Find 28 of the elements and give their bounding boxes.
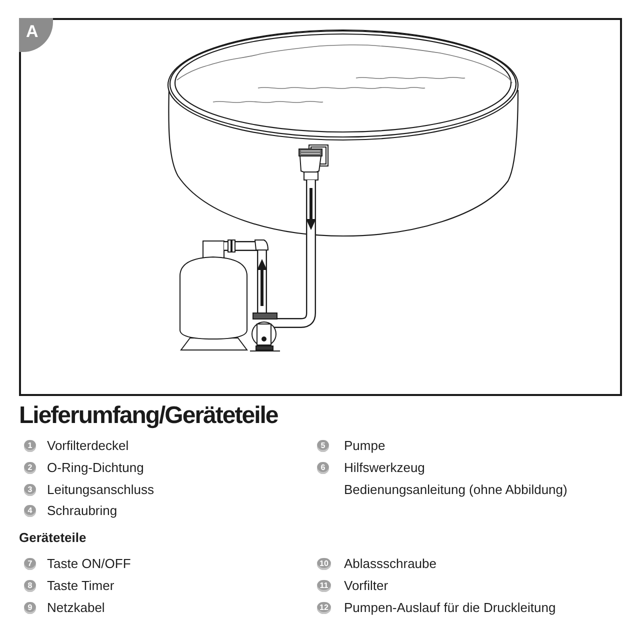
part-name: Bedienungsanleitung (ohne Abbildung) (344, 482, 568, 498)
part-name: Pumpe (344, 438, 386, 454)
part-name: O-Ring-Dichtung (47, 460, 144, 476)
part-name: Taste ON/OFF (47, 556, 131, 572)
part-name: Hilfswerkzeug (344, 460, 425, 476)
callout-number: 2 (24, 462, 36, 474)
callout-number: 3 (24, 484, 36, 496)
figure-letter-tab: A (19, 18, 53, 52)
part-name: Taste Timer (47, 578, 114, 594)
callout-number: 10 (317, 558, 331, 570)
part-name: Ablassschraube (344, 556, 436, 572)
callout-number: 4 (24, 505, 36, 517)
part-name: Schraubring (47, 503, 118, 519)
callout-number: 11 (317, 580, 331, 592)
callout-number: 7 (24, 558, 36, 570)
callout-number: 6 (317, 462, 329, 474)
callout-number: 8 (24, 580, 36, 592)
section-heading: Lieferumfang/Geräteteile (19, 402, 278, 430)
part-name: Pumpen-Auslauf für die Druckleitung (344, 600, 556, 616)
part-name: Leitungsanschluss (47, 482, 154, 498)
part-name: Vorfilter (344, 578, 388, 594)
part-name: Vorfilterdeckel (47, 438, 129, 454)
part-name: Netzkabel (47, 600, 105, 616)
callout-number: 12 (317, 602, 331, 614)
callout-number: 5 (317, 440, 329, 452)
callout-number: 1 (24, 440, 36, 452)
subheading: Geräteteile (19, 530, 86, 546)
callout-number: 9 (24, 602, 36, 614)
